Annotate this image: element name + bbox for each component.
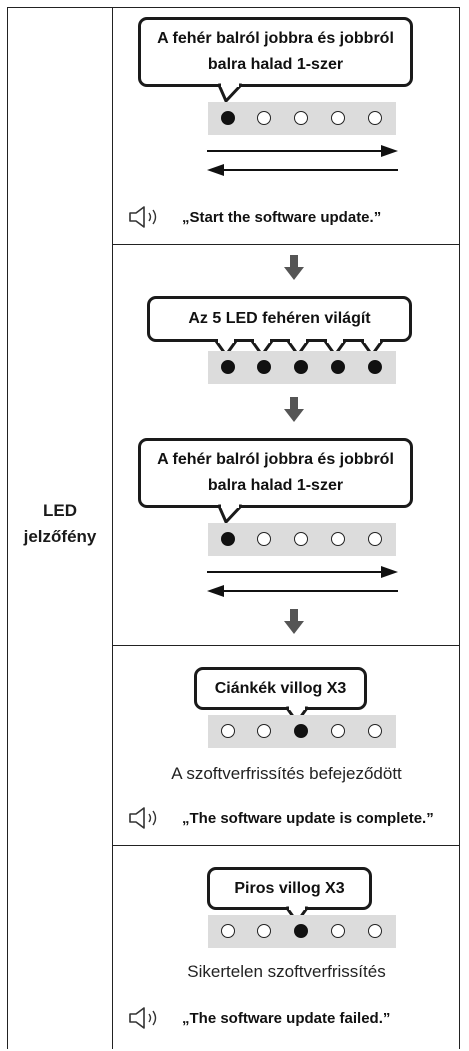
led-1 [221, 924, 235, 938]
led-2 [257, 924, 271, 938]
led-5 [368, 724, 382, 738]
bubble-line-2: balra halad 1-szer [207, 477, 344, 494]
bubble-text: Ciánkék villog X3 [214, 680, 347, 697]
led-4 [331, 360, 345, 374]
left-arrow [207, 164, 398, 176]
bubble-line-1: A fehér balról jobbra és jobbról [157, 30, 394, 47]
led-bar [208, 523, 396, 556]
led-2 [257, 532, 271, 546]
down-arrow [284, 255, 304, 280]
led-indicator-label: LED jelzőfény [8, 498, 112, 550]
led-4 [331, 532, 345, 546]
led-5 [368, 111, 382, 125]
led-1 [221, 360, 235, 374]
voice-prompt-text: „The software update failed.” [182, 1009, 391, 1027]
down-arrow [284, 397, 304, 422]
voice-prompt: „The software update is complete.” [128, 803, 434, 833]
led-5 [368, 360, 382, 374]
row-divider [113, 244, 460, 245]
led-5 [368, 924, 382, 938]
speaker-icon [129, 807, 157, 829]
led-3 [294, 724, 308, 738]
led-1 [221, 724, 235, 738]
speaker-icon [129, 206, 157, 228]
led-2 [257, 724, 271, 738]
led-2 [257, 111, 271, 125]
right-arrow [207, 145, 398, 157]
led-bar [208, 915, 396, 948]
bubble-line-2: balra halad 1-szer [207, 56, 344, 73]
column-divider [112, 7, 113, 1049]
left-arrow [207, 585, 398, 597]
bubble-line-1: A fehér balról jobbra és jobbról [157, 451, 394, 468]
instruction-table [7, 7, 460, 1049]
speaker-icon [129, 1007, 157, 1029]
led-bar [208, 102, 396, 135]
sweep-bubble: A fehér balról jobbra és jobbról balra h… [138, 17, 413, 87]
right-arrow [207, 566, 398, 578]
row-divider [113, 645, 460, 646]
led-3 [294, 360, 308, 374]
led-1 [221, 111, 235, 125]
bubble-tails [214, 339, 384, 357]
voice-prompt-text: „Start the software update.” [182, 208, 382, 226]
led-bar [208, 715, 396, 748]
bubble-text: Piros villog X3 [234, 880, 345, 897]
sweep-bubble: A fehér balról jobbra és jobbról balra h… [138, 438, 413, 508]
led-3 [294, 111, 308, 125]
led-bar [208, 351, 396, 384]
label-line-2: jelzőfény [23, 527, 97, 546]
voice-prompt: „Start the software update.” [128, 202, 381, 232]
cyan-blink-bubble: Ciánkék villog X3 [194, 667, 367, 710]
red-blink-bubble: Piros villog X3 [207, 867, 372, 910]
led-2 [257, 360, 271, 374]
all-white-bubble: Az 5 LED fehéren világít [147, 296, 412, 342]
update-complete-status: A szoftverfrissítés befejeződött [171, 764, 402, 783]
led-3 [294, 924, 308, 938]
bubble-tail [218, 83, 242, 103]
led-4 [331, 724, 345, 738]
led-5 [368, 532, 382, 546]
label-line-1: LED [43, 501, 77, 520]
bubble-tail [218, 504, 242, 524]
led-1 [221, 532, 235, 546]
bubble-text: Az 5 LED fehéren világít [188, 310, 371, 327]
update-failed-status: Sikertelen szoftverfrissítés [187, 962, 386, 981]
led-4 [331, 111, 345, 125]
led-3 [294, 532, 308, 546]
row-divider [113, 845, 460, 846]
voice-prompt-text: „The software update is complete.” [182, 809, 434, 827]
led-4 [331, 924, 345, 938]
voice-prompt: „The software update failed.” [128, 1003, 390, 1033]
down-arrow [284, 609, 304, 634]
